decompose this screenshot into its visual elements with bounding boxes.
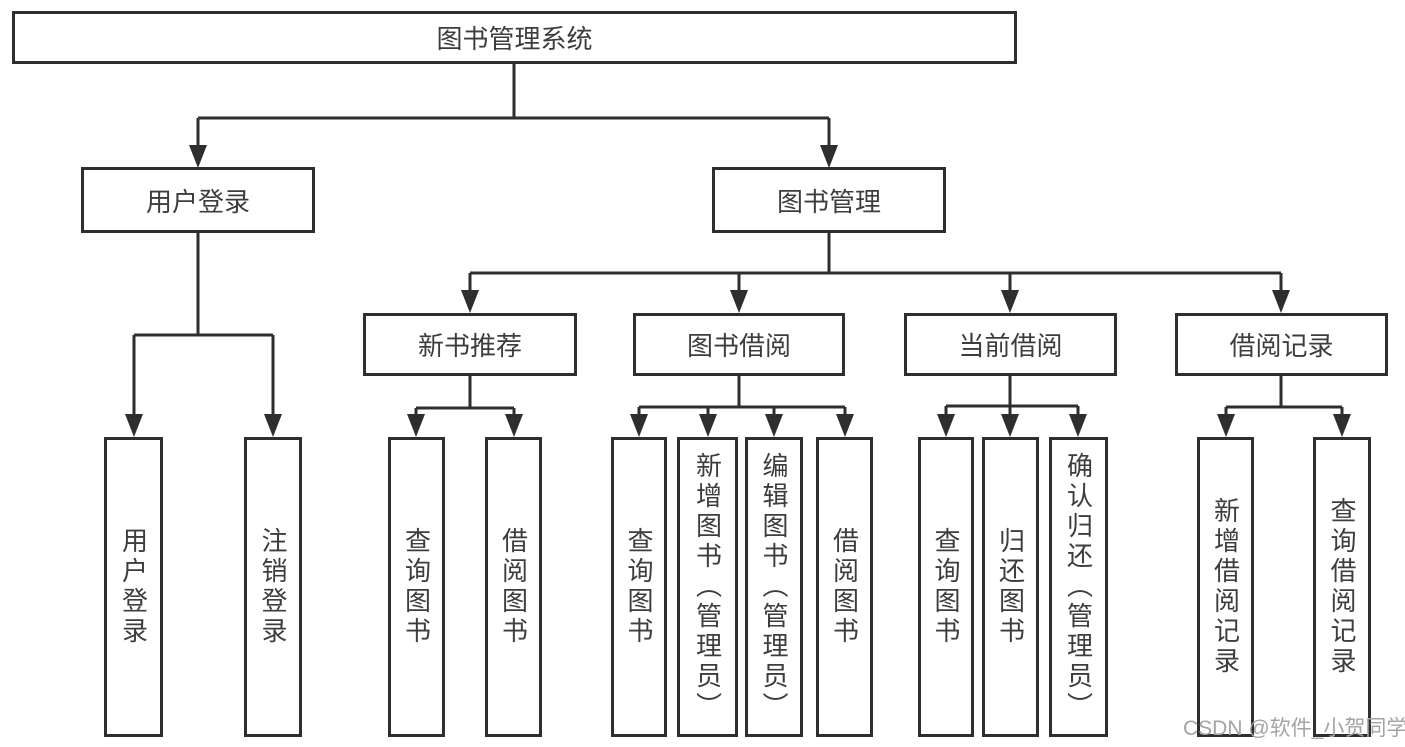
leaf-logout-label: 注销登录 (258, 527, 288, 647)
leaf-add-books-admin: 新增图书（管理员） (677, 437, 738, 737)
leaf-user-login-label: 用户登录 (118, 527, 149, 647)
connector-borrow-records-branch (1224, 376, 1344, 416)
leaf-add-books-admin-label: 新增图书（管理员） (692, 452, 723, 722)
leaf-query-books-borrow: 查询图书 (611, 437, 667, 737)
leaf-query-books-recommend-label: 查询图书 (401, 527, 432, 647)
node-user-login-branch: 用户登录 (81, 167, 315, 233)
leaf-edit-books-admin-label: 编辑图书（管理员） (759, 452, 789, 722)
leaf-user-login: 用户登录 (104, 437, 163, 737)
leaf-query-books-borrow-label: 查询图书 (624, 527, 654, 647)
node-new-book-recommend: 新书推荐 (363, 313, 577, 376)
leaf-query-borrow-record: 查询借阅记录 (1313, 437, 1371, 737)
leaf-borrow-books: 借阅图书 (816, 437, 873, 737)
node-current-borrow: 当前借阅 (904, 313, 1117, 376)
node-borrow-records: 借阅记录 (1175, 313, 1388, 376)
leaf-return-books-label: 归还图书 (995, 527, 1026, 647)
leaf-return-books: 归还图书 (982, 437, 1039, 737)
connector-new-books-branch (414, 376, 516, 416)
leaf-query-borrow-record-label: 查询借阅记录 (1327, 497, 1357, 677)
connector-book-borrow-branch (637, 376, 847, 416)
leaf-confirm-return-admin-label: 确认归还（管理员） (1063, 452, 1094, 722)
connector-current-borrow-branch (944, 376, 1080, 416)
connector-user-login-branch (132, 233, 275, 416)
leaf-logout: 注销登录 (244, 437, 302, 737)
leaf-confirm-return-admin: 确认归还（管理员） (1049, 437, 1108, 737)
connector-root-to-level2 (196, 64, 831, 147)
connector-book-mgmt-to-level3 (468, 233, 1283, 292)
leaf-borrow-books-recommend-label: 借阅图书 (498, 527, 529, 647)
leaf-query-books-recommend: 查询图书 (388, 437, 445, 737)
leaf-add-borrow-record: 新增借阅记录 (1197, 437, 1254, 737)
node-book-borrow: 图书借阅 (633, 313, 845, 376)
node-library-system: 图书管理系统 (12, 11, 1017, 64)
leaf-add-borrow-record-label: 新增借阅记录 (1210, 497, 1241, 677)
leaf-edit-books-admin: 编辑图书（管理员） (745, 437, 803, 737)
leaf-borrow-books-recommend: 借阅图书 (485, 437, 542, 737)
node-book-management: 图书管理 (712, 167, 946, 233)
leaf-query-books-current-label: 查询图书 (931, 527, 961, 647)
csdn-watermark: CSDN @软件_小贺同学 (1183, 717, 1405, 740)
leaf-query-books-current: 查询图书 (918, 437, 974, 737)
leaf-borrow-books-label: 借阅图书 (829, 527, 860, 647)
